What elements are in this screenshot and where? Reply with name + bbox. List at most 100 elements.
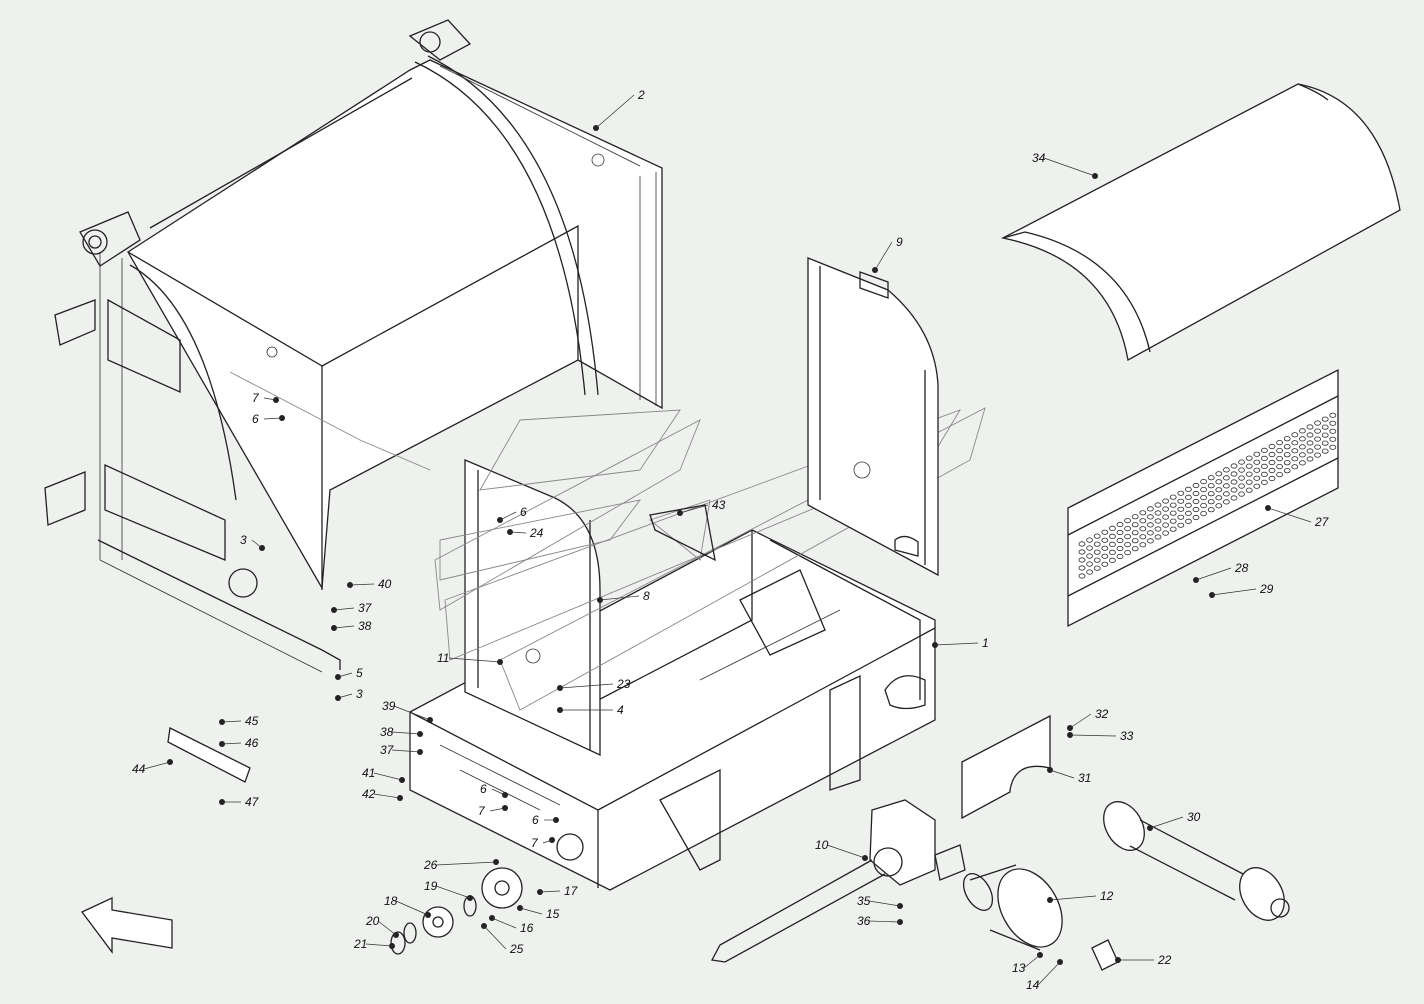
perforation-hole: [1329, 436, 1337, 442]
perforation-hole: [1238, 459, 1245, 465]
callout-c42: 42: [362, 787, 376, 801]
perforation-hole: [1253, 467, 1261, 473]
leader-line-c6a: [263, 417, 283, 420]
gearbox-part: [710, 799, 966, 963]
callout-c7c: 7: [531, 836, 539, 850]
perforation-hole: [1299, 436, 1306, 442]
leader-line-c41: [373, 772, 403, 781]
perforation-hole: [1261, 463, 1268, 469]
perforation-hole: [1124, 517, 1131, 524]
callout-c2: 2: [637, 88, 645, 102]
perforation-hole: [1169, 510, 1177, 516]
leader-line-c3a: [251, 539, 263, 549]
perforation-hole: [1131, 522, 1139, 528]
perforation-hole: [1124, 541, 1131, 548]
perforation-hole: [1124, 533, 1131, 540]
callout-c16: 16: [520, 921, 534, 935]
perforation-hole: [1109, 525, 1116, 532]
perforation-hole: [1078, 565, 1086, 571]
perforation-hole: [1276, 447, 1283, 454]
perforation-hole: [1162, 498, 1169, 504]
perforation-hole: [1223, 467, 1230, 473]
perforation-hole: [1238, 483, 1245, 489]
perforation-hole: [1139, 542, 1147, 548]
perforation-hole: [1177, 498, 1185, 504]
perforation-hole: [1306, 456, 1314, 462]
perforation-hole: [1086, 561, 1093, 567]
perforation-hole: [1116, 521, 1124, 528]
callout-c35: 35: [857, 894, 871, 908]
perforation-hole: [1207, 483, 1215, 489]
perforation-hole: [1329, 428, 1337, 434]
perforation-hole: [1215, 487, 1223, 493]
leader-line-c40: [349, 583, 375, 586]
leader-line-c35: [868, 900, 901, 907]
perforation-hole: [1268, 451, 1276, 458]
perforation-hole: [1223, 491, 1230, 497]
perforation-hole: [1291, 464, 1299, 470]
leader-line-c38a: [333, 625, 355, 629]
perforation-hole: [1078, 573, 1086, 579]
callout-c28: 28: [1234, 561, 1249, 575]
perforation-hole: [1253, 475, 1261, 481]
perforation-hole: [1086, 545, 1093, 551]
perforation-hole: [1207, 491, 1215, 497]
perforation-hole: [1268, 459, 1276, 466]
leader-line-c15: [519, 907, 543, 915]
perforation-hole: [1192, 482, 1200, 489]
perforation-hole: [1223, 483, 1230, 489]
callout-c9: 9: [896, 235, 903, 249]
callout-c27: 27: [1314, 515, 1330, 529]
perforation-hole: [1215, 479, 1223, 485]
leader-line-c9: [874, 241, 893, 271]
leader-line-c37b: [391, 749, 421, 753]
guard-bell-part: [962, 864, 1063, 951]
perforation-hole: [1093, 549, 1101, 555]
perforation-hole: [1177, 522, 1185, 528]
callout-c13: 13: [1012, 961, 1026, 975]
sprocket-hub-parts: [390, 867, 523, 955]
perforation-hole: [1192, 490, 1200, 497]
perforation-hole: [1131, 530, 1139, 536]
perforation-hole: [1109, 549, 1116, 556]
pto-shaft-part: [1103, 801, 1290, 921]
perforation-hole: [1185, 502, 1192, 508]
perforation-hole: [1321, 416, 1329, 422]
callout-c8: 8: [643, 589, 650, 603]
perforation-hole: [1245, 463, 1253, 469]
callout-c1: 1: [982, 636, 989, 650]
perforation-hole: [1154, 526, 1162, 532]
leader-line-c6c: [491, 788, 506, 796]
perforation-hole: [1200, 510, 1207, 517]
perforation-hole: [1139, 526, 1147, 532]
perforation-hole: [1177, 514, 1185, 520]
callout-c6c: 6: [480, 782, 487, 796]
leader-line-c30: [1149, 816, 1184, 829]
callout-c18: 18: [384, 894, 398, 908]
perforation-hole: [1139, 534, 1147, 540]
perforation-hole: [1078, 557, 1086, 563]
leader-line-c17: [539, 890, 561, 893]
leader-line-c39: [393, 705, 431, 721]
perforation-hole: [1169, 502, 1177, 508]
perforation-hole: [1329, 412, 1337, 418]
perforation-hole: [1223, 475, 1230, 481]
perforation-hole: [1109, 541, 1116, 548]
leader-line-c14: [1037, 961, 1061, 986]
callout-c37b: 37: [380, 743, 395, 757]
perforation-hole: [1200, 478, 1207, 485]
perforation-hole: [1093, 557, 1101, 563]
perforation-hole: [1268, 475, 1276, 482]
perforation-hole: [1268, 467, 1276, 474]
perforation-hole: [1261, 479, 1268, 485]
perforation-hole: [1192, 506, 1200, 513]
perforation-hole: [1283, 452, 1291, 458]
callout-c19: 19: [424, 879, 438, 893]
perforation-hole: [1086, 569, 1093, 575]
perforation-hole: [1245, 479, 1253, 485]
callout-c21: 21: [353, 937, 367, 951]
perforation-hole: [1321, 424, 1329, 430]
leader-line-c10: [826, 844, 866, 859]
callout-c26: 26: [423, 858, 438, 872]
leader-line-c16: [491, 917, 517, 929]
